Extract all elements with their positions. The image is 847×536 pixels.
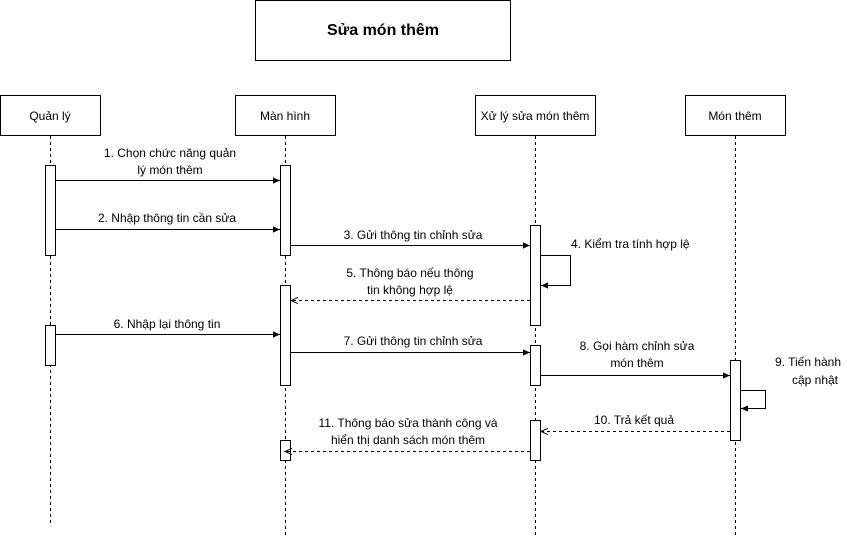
activation-bar <box>280 440 291 461</box>
activation-bar <box>530 420 541 461</box>
message-2: 2. Nhập thông tin cần sửa <box>56 211 280 233</box>
diagram-title-frame: Sửa món thêm <box>255 0 511 61</box>
message-label-line: 4. Kiểm tra tính hợp lệ <box>571 237 690 251</box>
message-11: 11. Thông báo sửa thành công và hiển thị… <box>285 416 530 452</box>
message-label-line: cập nhật <box>792 373 839 387</box>
message-label-line: tin không hợp lệ <box>367 283 453 297</box>
message-9-self: 9. Tiến hành cập nhật <box>741 355 841 412</box>
activation-bar <box>280 165 291 256</box>
message-arrow <box>741 390 766 412</box>
participant-quan-ly: Quản lý <box>0 95 101 136</box>
participant-man-hinh: Màn hình <box>235 95 336 136</box>
activation-bar <box>45 325 56 366</box>
participant-label: Món thêm <box>708 109 761 123</box>
activation-bar <box>530 345 541 386</box>
message-label-line: 9. Tiến hành <box>775 355 841 369</box>
message-label-line: 7. Gửi thông tin chỉnh sửa <box>344 334 483 348</box>
message-arrow <box>541 255 571 289</box>
participant-label: Màn hình <box>260 109 310 123</box>
message-label-line: 1. Chọn chức năng quản <box>104 146 236 160</box>
activation-bar <box>280 285 291 386</box>
message-label-line: hiển thị danh sách món thêm <box>331 433 485 447</box>
message-label-line: món thêm <box>610 356 663 370</box>
participant-label: Xử lý sửa món thêm <box>481 109 590 123</box>
message-7: 7. Gửi thông tin chỉnh sửa <box>291 334 530 356</box>
participant-xu-ly-sua-mon-them: Xử lý sửa món thêm <box>475 95 596 136</box>
participant-label: Quản lý <box>29 109 70 123</box>
activation-bar <box>530 225 541 326</box>
message-label-line: 6. Nhập lại thông tin <box>114 317 221 331</box>
message-3: 3. Gửi thông tin chỉnh sửa <box>291 228 530 249</box>
activation-bar <box>730 360 741 441</box>
message-5: 5. Thông báo nếu thông tin không hợp lệ <box>291 266 530 301</box>
diagram-title: Sửa món thêm <box>327 22 439 39</box>
message-10: 10. Trả kết quả <box>541 413 730 432</box>
message-label-line: 10. Trả kết quả <box>594 413 674 427</box>
participant-mon-them: Món thêm <box>685 95 786 136</box>
message-6: 6. Nhập lại thông tin <box>56 317 280 338</box>
message-1: 1. Chọn chức năng quản lý món thêm <box>56 146 280 184</box>
message-label-line: lý món thêm <box>137 163 202 177</box>
message-8: 8. Gọi hàm chỉnh sửa món thêm <box>541 339 730 379</box>
message-4-self: 4. Kiểm tra tính hợp lệ <box>541 237 690 289</box>
message-label-line: 11. Thông báo sửa thành công và <box>318 416 497 430</box>
message-label-line: 3. Gửi thông tin chỉnh sửa <box>344 228 483 242</box>
message-label-line: 8. Gọi hàm chỉnh sửa <box>580 339 695 353</box>
message-label-line: 2. Nhập thông tin cần sửa <box>98 211 236 225</box>
message-label-line: 5. Thông báo nếu thông <box>346 266 473 280</box>
activation-bar <box>45 165 56 256</box>
